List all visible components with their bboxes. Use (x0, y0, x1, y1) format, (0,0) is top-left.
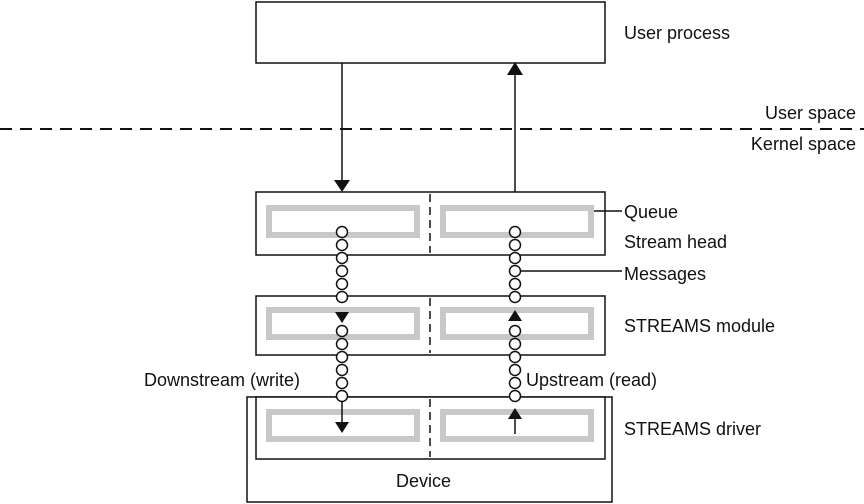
streams-module-block (255, 295, 606, 356)
streams-driver-label: STREAMS driver (624, 419, 762, 439)
upstream-arrowhead-module (508, 310, 522, 321)
user-space-label: User space (764, 103, 856, 123)
streams-driver-block (255, 396, 606, 460)
write-arrowhead (334, 180, 350, 192)
streams-module-label: STREAMS module (624, 316, 776, 336)
user-process-box (255, 1, 606, 64)
upstream-label: Upstream (read) (526, 370, 658, 390)
read-arrowhead (507, 62, 523, 75)
stream-head-block (255, 191, 606, 256)
user-process-label: User process (624, 23, 731, 43)
kernel-space-label: Kernel space (750, 134, 856, 154)
stream-head-label: Stream head (624, 232, 728, 252)
queue-label: Queue (624, 202, 679, 222)
messages-label: Messages (624, 264, 707, 284)
downstream-arrowhead-driver (335, 422, 349, 433)
upstream-arrowhead-driver (508, 408, 522, 419)
downstream-messages (335, 225, 349, 403)
device-label: Device (396, 471, 452, 491)
downstream-label: Downstream (write) (144, 370, 301, 390)
upstream-messages (508, 225, 522, 403)
downstream-arrowhead-module (335, 312, 349, 323)
